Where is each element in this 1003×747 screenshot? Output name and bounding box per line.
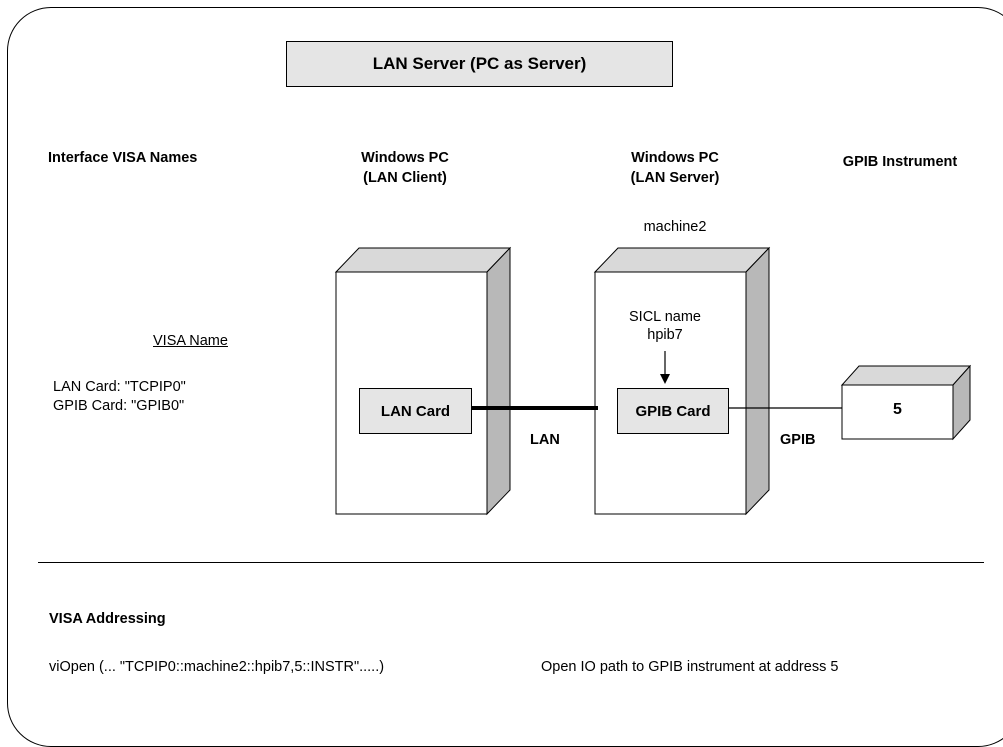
gpib-link-label: GPIB: [780, 432, 816, 448]
viopen-call-text: viOpen (... "TCPIP0::machine2::hpib7,5::…: [49, 659, 385, 675]
server-pc-tower: [593, 246, 771, 516]
server-heading-line-2: (LAN Server): [630, 170, 720, 186]
instrument-address: 5: [893, 401, 902, 418]
gpib-instrument-box: [840, 364, 972, 441]
interface-visa-names-heading: Interface VISA Names: [48, 150, 198, 166]
sicl-name-line-2: hpib7: [647, 327, 683, 343]
visa-name-heading: VISA Name: [153, 333, 228, 349]
client-column-heading: Windows PC (LAN Client): [320, 148, 490, 188]
diagram-title: LAN Server (PC as Server): [286, 41, 673, 87]
hardware-diagram: [334, 246, 972, 516]
visa-name-lan-card: LAN Card: "TCPIP0": [53, 379, 186, 395]
viopen-description: Open IO path to GPIB instrument at addre…: [541, 659, 839, 675]
server-hostname: machine2: [643, 219, 707, 235]
lan-link-label: LAN: [530, 432, 560, 448]
section-divider: [38, 562, 984, 563]
server-column-heading: Windows PC (LAN Server): [590, 148, 760, 188]
gpib-card-box: GPIB Card: [617, 388, 729, 434]
visa-addressing-heading: VISA Addressing: [49, 611, 166, 627]
visa-name-gpib-card: GPIB Card: "GPIB0": [53, 398, 185, 414]
client-heading-line-2: (LAN Client): [363, 170, 447, 186]
client-heading-line-1: Windows PC: [361, 150, 449, 166]
sicl-name-line-1: SICL name: [629, 309, 701, 325]
client-pc-tower: [334, 246, 512, 516]
sicl-name-label: SICL name hpib7: [610, 308, 720, 344]
instrument-column-heading: GPIB Instrument: [842, 154, 958, 170]
sicl-arrow: [660, 351, 670, 384]
lan-card-box: LAN Card: [359, 388, 472, 434]
server-heading-line-1: Windows PC: [631, 150, 719, 166]
